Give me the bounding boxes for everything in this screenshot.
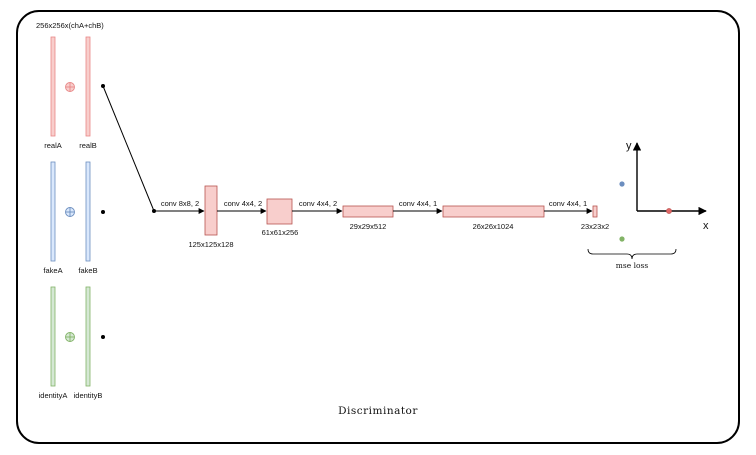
size-label-layer2: 61x61x256 — [262, 228, 299, 237]
op-label-conv5: conv 4x4, 1 — [549, 199, 587, 208]
layer-block-3 — [342, 205, 394, 218]
size-label-layer4: 26x26x1024 — [473, 222, 514, 231]
size-label-layer1: 125x125x128 — [188, 240, 233, 249]
op-label-conv3: conv 4x4, 2 — [299, 199, 337, 208]
realB-bar — [85, 36, 91, 137]
input-connector-line — [102, 85, 155, 212]
output-point-blue — [619, 181, 625, 187]
loss-label: mse loss — [616, 261, 649, 270]
identityB-bar — [85, 286, 91, 387]
concat-icon-real — [65, 82, 75, 92]
concat-icon-fake — [65, 207, 75, 217]
realA-bar — [50, 36, 56, 137]
fakeA-bar — [50, 161, 56, 262]
layer-block-2 — [266, 198, 293, 225]
outer-frame — [16, 10, 740, 444]
label-realB: realB — [79, 141, 97, 150]
label-realA: realA — [44, 141, 62, 150]
label-fakeB: fakeB — [78, 266, 97, 275]
size-label-layer5: 23x23x2 — [581, 222, 609, 231]
layer-block-4 — [442, 205, 545, 218]
junction-dot-fake — [101, 210, 105, 214]
label-identityA: identityA — [39, 391, 68, 400]
layer-block-5 — [592, 205, 598, 218]
output-point-green — [619, 236, 625, 242]
output-point-red — [666, 208, 672, 214]
x-axis-label: x — [703, 220, 709, 232]
identityA-bar — [50, 286, 56, 387]
junction-dot-identity — [101, 335, 105, 339]
loss-brace — [587, 248, 677, 260]
layer-block-1 — [204, 185, 218, 236]
diagram-title: Discriminator — [338, 405, 418, 417]
fakeB-bar — [85, 161, 91, 262]
op-label-conv4: conv 4x4, 1 — [399, 199, 437, 208]
concat-icon-identity — [65, 332, 75, 342]
y-axis-label: y — [626, 140, 632, 152]
op-label-conv1: conv 8x8, 2 — [161, 199, 199, 208]
op-label-conv2: conv 4x4, 2 — [224, 199, 262, 208]
label-fakeA: fakeA — [43, 266, 62, 275]
size-label-layer3: 29x29x512 — [350, 222, 387, 231]
label-identityB: identityB — [74, 391, 103, 400]
input-size-label: 256x256x(chA+chB) — [36, 21, 104, 30]
